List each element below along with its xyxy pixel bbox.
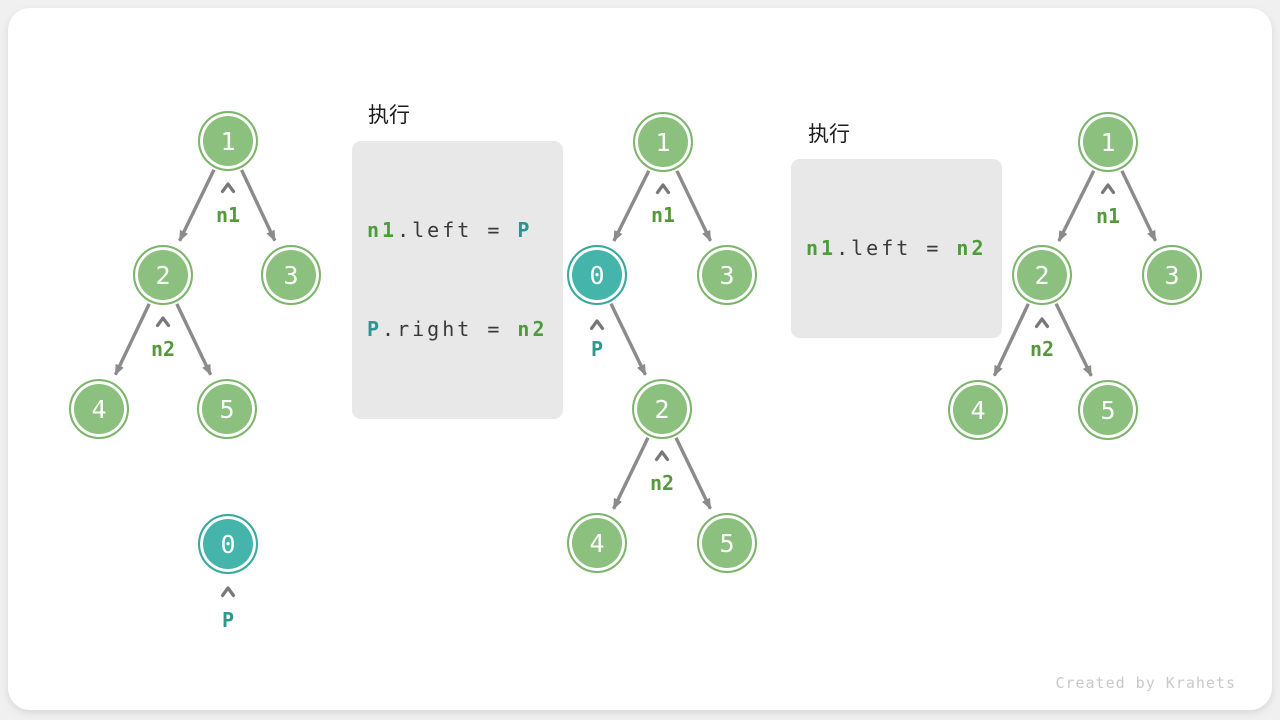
pointer-label-n2: n2 xyxy=(649,471,675,495)
node-4: 4 xyxy=(69,379,129,439)
tree-edge xyxy=(178,169,216,242)
node-5: 5 xyxy=(697,513,757,573)
code-token: P xyxy=(367,317,383,341)
caret-up-icon xyxy=(655,183,671,195)
tree-edges-after-remove xyxy=(992,169,1158,377)
tree-edges-before xyxy=(113,169,277,376)
caret-up-icon xyxy=(155,316,171,328)
node-value: 1 xyxy=(1100,127,1116,157)
pointer-label-n1: n1 xyxy=(215,203,241,227)
node-5: 5 xyxy=(197,379,257,439)
pointer-label-n1: n1 xyxy=(650,203,676,227)
tree-edge xyxy=(113,303,151,376)
node-5: 5 xyxy=(1078,380,1138,440)
node-4: 4 xyxy=(948,380,1008,440)
step2-code-block: n1.left = n2 xyxy=(791,159,1002,338)
node-value: 3 xyxy=(1164,260,1180,290)
pointer-label-n2: n2 xyxy=(150,337,176,361)
code-token: .left = xyxy=(836,236,957,260)
code-token: n1 xyxy=(367,218,398,242)
node-value: 4 xyxy=(589,528,605,558)
code-token: .left = xyxy=(397,218,518,242)
code-token: P xyxy=(517,218,533,242)
node-value: 2 xyxy=(155,260,171,290)
caret-up-icon xyxy=(1034,317,1050,329)
tree-edge xyxy=(675,170,713,242)
node-3: 3 xyxy=(1142,245,1202,305)
tree-edge xyxy=(240,169,277,242)
tree-edge xyxy=(674,437,712,510)
node-value: 2 xyxy=(1034,260,1050,290)
node-value: 3 xyxy=(283,260,299,290)
node-value: 1 xyxy=(655,127,671,157)
tree-edge xyxy=(1057,169,1096,242)
pointer-label-P: P xyxy=(590,337,604,361)
node-2: 2 xyxy=(1012,245,1072,305)
watermark-credit: Created by Krahets xyxy=(1055,674,1236,692)
tree-edges-after-insert xyxy=(609,169,713,510)
caret-up-icon xyxy=(1100,183,1116,195)
node-0-P: 0 xyxy=(567,245,627,305)
code-line: P.right = n2 xyxy=(367,313,548,346)
node-2: 2 xyxy=(133,245,193,305)
tree-edge xyxy=(612,169,651,242)
caret-up-icon xyxy=(220,182,236,194)
step2-exec-title: 执行 xyxy=(808,122,850,146)
code-token: n2 xyxy=(517,317,548,341)
tree-edge xyxy=(1054,302,1093,377)
node-value: 4 xyxy=(91,394,107,424)
node-3: 3 xyxy=(697,245,757,305)
pointer-label-P: P xyxy=(221,608,235,632)
caret-up-icon xyxy=(589,319,605,331)
code-token: n1 xyxy=(806,236,837,260)
caret-up-icon xyxy=(654,450,670,462)
node-1: 1 xyxy=(198,111,258,171)
step1-exec-title: 执行 xyxy=(368,103,410,127)
node-1: 1 xyxy=(1078,112,1138,172)
node-value: 2 xyxy=(654,394,670,424)
node-value: 0 xyxy=(589,260,605,290)
tree-edge xyxy=(609,303,647,376)
pointer-label-n1: n1 xyxy=(1095,204,1121,228)
node-3: 3 xyxy=(261,245,321,305)
step1-code-block: n1.left = P P.right = n2 xyxy=(352,141,563,419)
node-value: 1 xyxy=(220,126,236,156)
node-value: 0 xyxy=(220,529,236,559)
node-4: 4 xyxy=(567,513,627,573)
node-0-P: 0 xyxy=(198,514,258,574)
tree-edge xyxy=(992,303,1030,377)
node-1: 1 xyxy=(633,112,693,172)
code-line: n1.left = P xyxy=(367,214,548,247)
node-value: 5 xyxy=(1100,395,1116,425)
pointer-label-n2: n2 xyxy=(1029,337,1055,361)
tree-edge xyxy=(612,437,650,510)
node-value: 5 xyxy=(719,528,735,558)
node-value: 4 xyxy=(970,395,986,425)
node-2: 2 xyxy=(632,379,692,439)
tree-edge xyxy=(175,303,213,376)
code-line: n1.left = n2 xyxy=(806,232,987,265)
node-value: 5 xyxy=(219,394,235,424)
node-value: 3 xyxy=(719,260,735,290)
caret-up-icons xyxy=(155,182,1116,598)
tree-edge xyxy=(1120,170,1158,242)
code-token: n2 xyxy=(956,236,987,260)
code-token: .right = xyxy=(382,317,518,341)
caret-up-icon xyxy=(220,586,236,598)
